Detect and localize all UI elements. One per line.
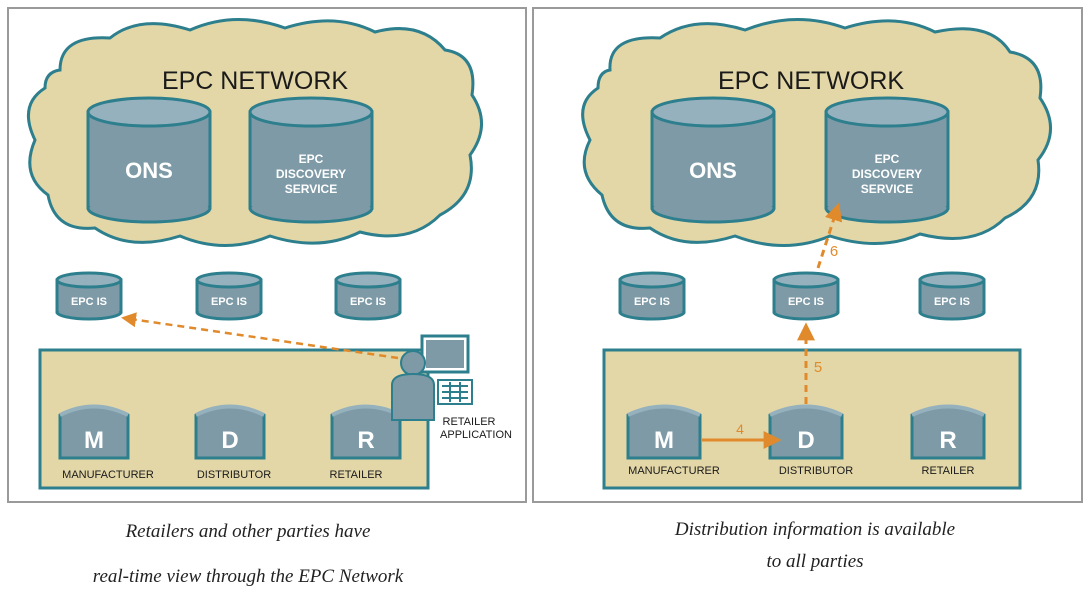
step-6-arrow [816, 202, 843, 269]
left-manufacturer-letter: M [84, 427, 104, 454]
left-epcis-label-2: EPC IS [211, 296, 247, 308]
left-distributor-label: DISTRIBUTOR [197, 469, 271, 481]
left-epcis-database-icon [55, 271, 123, 321]
right-epcis-database-icon [772, 271, 840, 321]
right-epcis-label-1: EPC IS [634, 296, 670, 308]
right-distributor-letter: D [797, 427, 814, 454]
left-epcis-label-1: EPC IS [71, 296, 107, 308]
right-discovery-database-icon [824, 96, 950, 224]
right-panel: EPC NETWORK ONS EPC DISCOVERY SERVICE EP… [532, 7, 1083, 503]
right-discovery-label-3: SERVICE [861, 182, 913, 196]
right-manufacturer-label: MANUFACTURER [628, 465, 720, 477]
left-discovery-label-1: EPC [299, 152, 324, 166]
left-epcis-label-3: EPC IS [350, 296, 386, 308]
right-retailer-icon [910, 404, 986, 460]
right-distributor-icon [768, 404, 844, 460]
left-manufacturer-label: MANUFACTURER [62, 469, 154, 481]
retailer-application-label-1: RETAILER [443, 416, 496, 428]
left-discovery-label-2: DISCOVERY [276, 167, 346, 181]
left-ons-label: ONS [125, 158, 173, 183]
left-caption-line-1: Retailers and other parties have [125, 521, 371, 542]
right-manufacturer-letter: M [654, 427, 674, 454]
step-5-label: 5 [814, 359, 822, 376]
retailer-application-user-icon [391, 334, 473, 421]
right-discovery-label-2: DISCOVERY [852, 167, 922, 181]
step-6-label: 6 [830, 243, 838, 260]
right-distributor-label: DISTRIBUTOR [779, 465, 853, 477]
step-4-label: 4 [736, 421, 744, 437]
right-epcis-label-3: EPC IS [934, 296, 970, 308]
right-network-title: EPC NETWORK [718, 67, 904, 95]
left-epcis-database-icon [195, 271, 263, 321]
left-discovery-database-icon [248, 96, 374, 224]
right-retailer-letter: R [939, 427, 956, 454]
right-discovery-label-1: EPC [875, 152, 900, 166]
left-retailer-letter: R [357, 427, 374, 454]
right-epcis-database-icon [618, 271, 686, 321]
right-retailer-label: RETAILER [922, 465, 975, 477]
right-epcis-label-2: EPC IS [788, 296, 824, 308]
right-caption-line-2: to all parties [766, 551, 864, 572]
right-ons-database-icon [650, 96, 776, 224]
left-epcis-database-icon [334, 271, 402, 321]
right-ons-label: ONS [689, 158, 737, 183]
left-ons-database-icon [86, 96, 212, 224]
right-caption-line-1: Distribution information is available [674, 519, 956, 540]
retailer-application-label-2: APPLICATION [440, 429, 512, 441]
left-network-title: EPC NETWORK [162, 67, 348, 95]
left-distributor-letter: D [221, 427, 238, 454]
left-discovery-label-3: SERVICE [285, 182, 337, 196]
left-manufacturer-icon [58, 404, 130, 460]
left-distributor-icon [194, 404, 266, 460]
right-manufacturer-icon [626, 404, 702, 460]
left-query-arrow [121, 312, 399, 360]
left-retailer-label: RETAILER [330, 469, 383, 481]
right-epcis-database-icon [918, 271, 986, 321]
left-panel: EPC NETWORK ONS EPC DISCOVERY SERVICE EP… [7, 7, 527, 503]
left-caption-line-2: real-time view through the EPC Network [92, 566, 404, 587]
